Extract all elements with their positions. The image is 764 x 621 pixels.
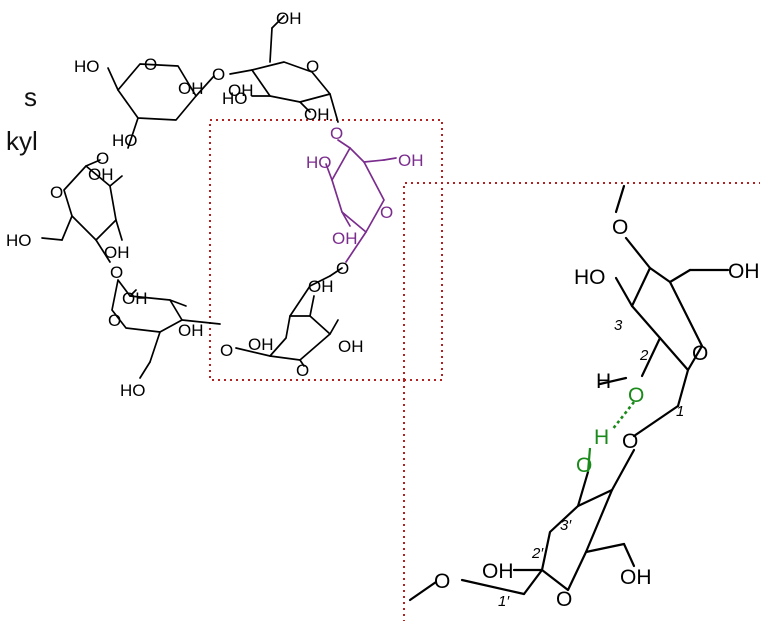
zoom-o-ring: O bbox=[692, 342, 708, 365]
label-o-b: O bbox=[306, 57, 319, 76]
zoom-num2: 2 bbox=[639, 347, 649, 364]
label-o-f: O bbox=[296, 361, 309, 380]
label-ho-c: HO bbox=[112, 131, 138, 150]
purple-oh-right: OH bbox=[398, 151, 424, 170]
zoom-o-link: O bbox=[622, 430, 638, 453]
zoom-o-green-lower: O bbox=[576, 454, 592, 477]
highlight-labels: O HO OH O OH bbox=[306, 124, 424, 248]
label-ho-a: HO bbox=[74, 57, 100, 76]
label-o-link4: O bbox=[220, 341, 233, 360]
highlighted-glucose-bonds bbox=[325, 139, 397, 263]
label-o-link2: O bbox=[96, 149, 109, 168]
side-text-line2: kyl bbox=[6, 126, 38, 156]
purple-ho: HO bbox=[306, 153, 332, 172]
zoom-oh-left: OH bbox=[482, 560, 514, 583]
label-o-link3: O bbox=[110, 263, 123, 282]
zoom-oh-right: OH bbox=[728, 260, 760, 283]
zoom-o-green-upper: O bbox=[628, 384, 644, 407]
purple-o-ring: O bbox=[380, 203, 393, 222]
highlight-box-small bbox=[209, 119, 443, 381]
zoom-num2p: 2′ bbox=[531, 545, 544, 562]
label-o-e: O bbox=[108, 311, 121, 330]
green-o-h-bond bbox=[586, 447, 592, 473]
label-oh-f2: OH bbox=[248, 335, 274, 354]
zoom-o-ring2: O bbox=[556, 588, 572, 611]
zoom-num1: 1 bbox=[676, 403, 684, 420]
zoom-h-upper: H bbox=[596, 370, 611, 393]
label-o-link1: O bbox=[212, 65, 225, 84]
side-text-line1: s bbox=[24, 82, 37, 112]
zoom-num3: 3 bbox=[614, 317, 623, 334]
label-ho-e: HO bbox=[120, 381, 146, 400]
label-oh-f4: OH bbox=[308, 277, 334, 296]
zoom-o-top: O bbox=[612, 216, 628, 239]
purple-oh-low: OH bbox=[332, 229, 358, 248]
label-o-link5: O bbox=[336, 259, 349, 278]
zoom-labels: O HO OH 3 2 1 O H O H O O 3′ 2′ 1′ OH OH… bbox=[434, 216, 760, 611]
macrocycle-bonds bbox=[41, 15, 343, 379]
zoom-bonds bbox=[408, 184, 730, 602]
label-oh-b: OH bbox=[228, 81, 254, 100]
label-ho-d: HO bbox=[6, 231, 32, 250]
label-oh-top: OH bbox=[276, 9, 302, 28]
label-ho-b: HO bbox=[222, 89, 248, 108]
label-oh-f3: OH bbox=[338, 337, 364, 356]
purple-o-top: O bbox=[330, 124, 343, 143]
label-oh-b2: OH bbox=[304, 105, 330, 124]
zoom-o-left: O bbox=[434, 570, 450, 593]
zoom-num1p: 1′ bbox=[498, 593, 510, 610]
macrocycle-labels: HO O OH OH O OH HO OH O HO O OH O HO OH … bbox=[6, 9, 364, 400]
label-o-a: O bbox=[144, 55, 157, 74]
label-o-c: O bbox=[50, 183, 63, 202]
zoom-h-lower: H bbox=[594, 426, 609, 449]
label-oh-f1: OH bbox=[178, 321, 204, 340]
zoom-num3p: 3′ bbox=[560, 517, 572, 534]
label-oh-c1: OH bbox=[88, 165, 114, 184]
zoom-oh-bottom: OH bbox=[620, 566, 652, 589]
label-oh-e: OH bbox=[122, 289, 148, 308]
label-oh-a: OH bbox=[178, 79, 204, 98]
zoom-ho: HO bbox=[574, 266, 606, 289]
label-oh-d: OH bbox=[104, 243, 130, 262]
